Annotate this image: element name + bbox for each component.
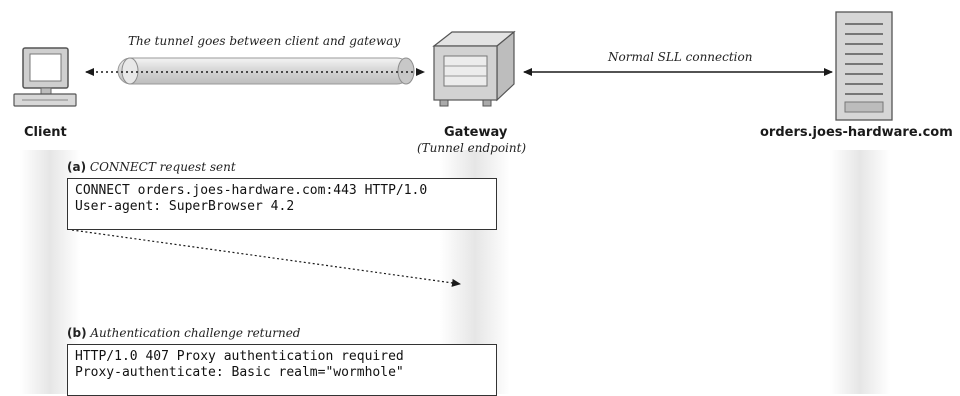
proxy-authenticate-header: Proxy-authenticate: Basic realm="wormhol… [75, 365, 404, 380]
user-agent-header: User-agent: SuperBrowser 4.2 [75, 199, 295, 214]
auth-challenge-box: HTTP/1.0 407 Proxy authentication requir… [67, 344, 497, 396]
connect-request-arrow [71, 229, 461, 287]
server-label: orders.joes-hardware.com [760, 125, 953, 140]
gateway-icon [432, 30, 516, 107]
step-b-title: Authentication challenge returned [90, 326, 301, 340]
gateway-sublabel: (Tunnel endpoint) [417, 141, 527, 155]
server-tower-icon [835, 11, 893, 121]
tunnel-tube [117, 57, 415, 85]
step-a-title: CONNECT request sent [89, 160, 236, 174]
step-b-letter: (b) [67, 326, 87, 340]
tunnel-caption: The tunnel goes between client and gatew… [128, 34, 401, 48]
gateway-label: Gateway [444, 125, 508, 140]
client-computer-icon [13, 47, 77, 107]
step-a-letter: (a) [67, 160, 87, 174]
client-label: Client [24, 125, 67, 140]
step-a-heading: (a) CONNECT request sent [67, 160, 236, 174]
request-line: CONNECT orders.joes-hardware.com:443 HTT… [75, 183, 428, 198]
ssl-caption: Normal SLL connection [608, 50, 753, 64]
connect-request-box: CONNECT orders.joes-hardware.com:443 HTT… [67, 178, 497, 230]
server-lane [830, 150, 890, 394]
step-b-heading: (b) Authentication challenge returned [67, 326, 300, 340]
status-line: HTTP/1.0 407 Proxy authentication requir… [75, 349, 404, 364]
